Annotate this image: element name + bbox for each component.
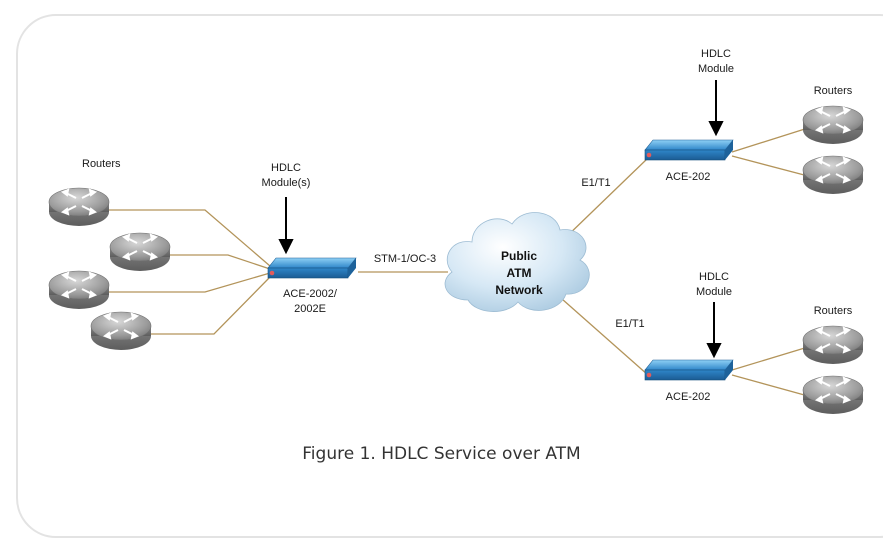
ace-top-label: ACE-202: [666, 171, 711, 183]
hdlc-top-label-1: HDLC: [701, 48, 731, 60]
routers-bottom-label: Routers: [814, 305, 853, 317]
link-router1-ace: [105, 209, 271, 267]
arrow-down-icon: [278, 197, 294, 255]
link-router3-ace: [105, 272, 271, 293]
ace-left-label-1: ACE-2002/: [283, 288, 338, 300]
arrow-down-icon: [706, 302, 722, 359]
links: [105, 127, 809, 397]
atm-switch-icon: [644, 139, 734, 161]
link-ace-top-router1: [731, 127, 809, 153]
router-icon: [802, 105, 864, 145]
cloud-icon: [444, 212, 590, 312]
router-icon: [802, 375, 864, 415]
link-e1-bottom: [561, 298, 649, 376]
router-icon: [109, 232, 171, 272]
link-ace-bottom-router2: [731, 374, 809, 397]
link-router2-ace: [170, 254, 271, 270]
router-icon: [48, 187, 110, 227]
router-icon: [802, 155, 864, 195]
router-icon: [90, 311, 152, 351]
cloud-label-2: ATM: [506, 266, 531, 280]
cloud-label-1: Public: [501, 249, 537, 263]
e1-bottom-label: E1/T1: [615, 318, 644, 330]
ace-bottom-label: ACE-202: [666, 391, 711, 403]
e1-top-label: E1/T1: [581, 177, 610, 189]
link-ace-top-router2: [731, 155, 809, 177]
atm-switch-icon: [644, 359, 734, 381]
routers-left-label: Routers: [82, 158, 121, 170]
hdlc-bottom-label-1: HDLC: [699, 271, 729, 283]
routers-top-label: Routers: [814, 85, 853, 97]
link-e1-top: [561, 157, 649, 242]
hdlc-left-label-1: HDLC: [271, 162, 301, 174]
figure-caption: Figure 1. HDLC Service over ATM: [302, 444, 581, 464]
atm-switch-icon: [267, 257, 357, 279]
link-router4-ace: [146, 276, 271, 335]
router-icon: [802, 325, 864, 365]
stm-link-label: STM-1/OC-3: [374, 253, 436, 265]
cloud-label-3: Network: [495, 283, 543, 297]
network-diagram: Routers HDLC Module(s) ACE-2002/ 2002E S…: [48, 48, 864, 415]
ace-left-label-2: 2002E: [294, 303, 326, 315]
arrow-down-icon: [708, 80, 724, 137]
hdlc-bottom-label-2: Module: [696, 286, 732, 298]
hdlc-left-label-2: Module(s): [262, 177, 311, 189]
link-ace-bottom-router1: [731, 346, 809, 371]
hdlc-top-label-2: Module: [698, 63, 734, 75]
router-icon: [48, 270, 110, 310]
